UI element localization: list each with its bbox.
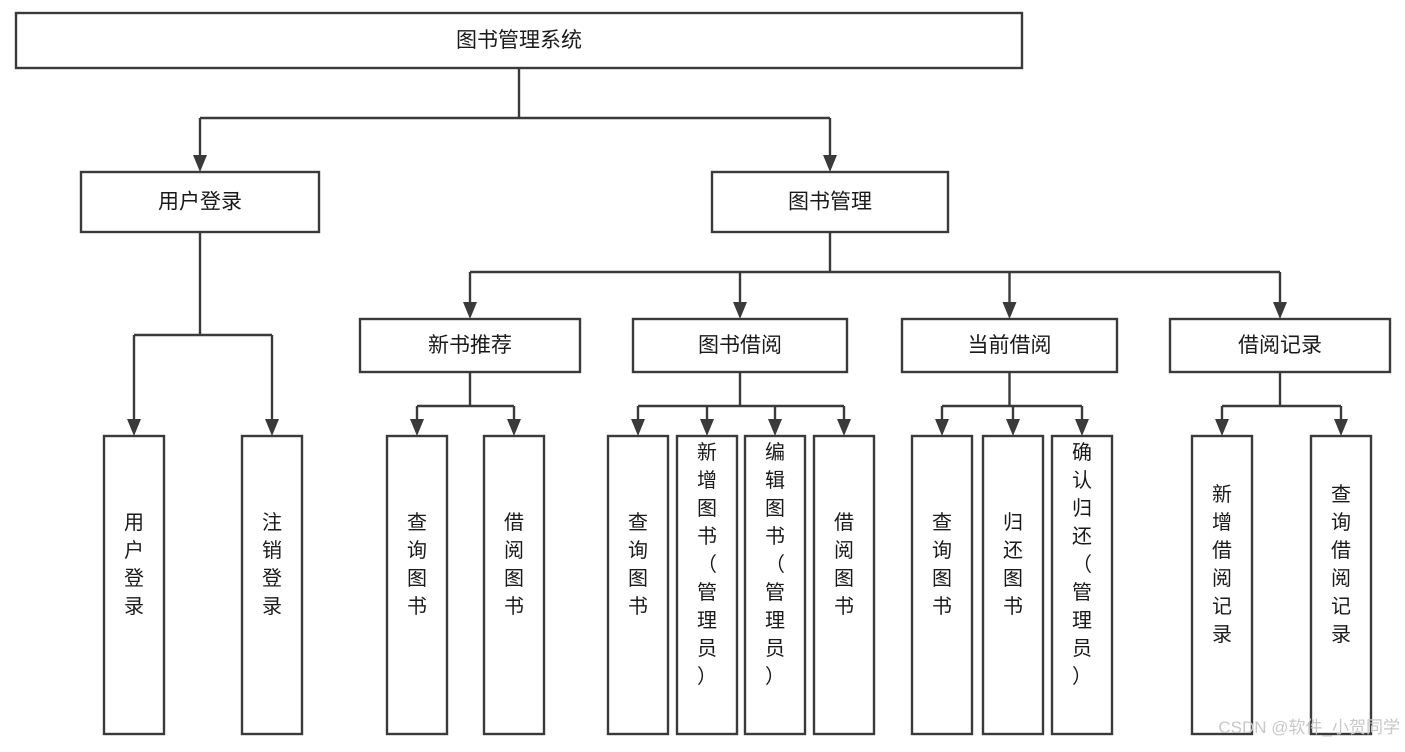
node-box-user-login[interactable] <box>79 170 321 234</box>
node-label-recommend-query-book: 查询图书 <box>407 511 427 618</box>
arrow-head <box>935 419 949 436</box>
node-box-borrow-record[interactable] <box>1168 317 1392 374</box>
node-label-borrow-edit-book: 编辑图书（管理员） <box>765 441 785 688</box>
arrow-head <box>631 419 645 436</box>
arrow-head <box>507 419 521 436</box>
arrow-head <box>823 155 837 172</box>
node-label-borrow-query-book: 查询图书 <box>628 511 648 618</box>
arrow-head <box>1215 419 1229 436</box>
node-box-borrow-query-book[interactable] <box>606 434 670 736</box>
node-recommend-query-book[interactable]: 查询图书 <box>385 434 449 736</box>
node-label-user-login-do: 用户登录 <box>124 512 144 618</box>
node-record-query[interactable]: 查询借阅记录 <box>1309 434 1373 736</box>
arrow-head <box>700 419 714 436</box>
node-label-record-add: 新增借阅记录 <box>1212 483 1232 646</box>
arrow-head <box>733 302 747 319</box>
arrow-head <box>127 419 141 436</box>
node-box-book-management[interactable] <box>710 170 950 234</box>
node-box-record-add[interactable] <box>1190 434 1254 736</box>
node-box-current-query-book[interactable] <box>910 434 974 736</box>
arrow-head <box>1273 302 1287 319</box>
node-label-borrow-record: 借阅记录 <box>1238 334 1322 357</box>
arrow-head <box>265 419 279 436</box>
node-label-user-login: 用户登录 <box>158 191 242 214</box>
node-user-logout[interactable]: 注销登录 <box>240 434 304 736</box>
node-label-book-borrow: 图书借阅 <box>698 334 782 357</box>
arrow-head <box>1334 419 1348 436</box>
arrow-head <box>410 419 424 436</box>
node-current-query-book[interactable]: 查询图书 <box>910 434 974 736</box>
arrow-head <box>837 419 851 436</box>
node-box-record-query[interactable] <box>1309 434 1373 736</box>
node-label-current-query-book: 查询图书 <box>932 511 952 618</box>
node-record-add[interactable]: 新增借阅记录 <box>1190 434 1254 736</box>
node-box-new-book-recommend[interactable] <box>358 317 582 374</box>
node-book-management[interactable]: 图书管理 <box>710 170 950 234</box>
node-label-borrow-borrow-book: 借阅图书 <box>834 511 854 618</box>
node-borrow-borrow-book[interactable]: 借阅图书 <box>812 434 876 736</box>
node-label-current-confirm-return: 确认归还（管理员） <box>1072 441 1092 688</box>
arrow-head <box>1006 419 1020 436</box>
node-label-record-query: 查询借阅记录 <box>1331 483 1351 646</box>
node-label-new-book-recommend: 新书推荐 <box>428 334 512 357</box>
arrow-head <box>463 302 477 319</box>
node-box-borrow-borrow-book[interactable] <box>812 434 876 736</box>
node-current-confirm-return[interactable]: 确认归还（管理员） <box>1050 434 1114 736</box>
node-label-recommend-borrow-book: 借阅图书 <box>504 511 524 618</box>
node-user-login[interactable]: 用户登录 <box>79 170 321 234</box>
node-new-book-recommend[interactable]: 新书推荐 <box>358 317 582 374</box>
arrow-head <box>1002 302 1017 319</box>
node-user-login-do[interactable]: 用户登录 <box>102 434 166 736</box>
node-box-user-logout[interactable] <box>240 434 304 736</box>
node-borrow-add-book[interactable]: 新增图书（管理员） <box>675 434 739 736</box>
node-label-current-borrow: 当前借阅 <box>968 334 1052 357</box>
arrow-head <box>768 419 782 436</box>
node-label-user-logout: 注销登录 <box>262 511 282 618</box>
node-recommend-borrow-book[interactable]: 借阅图书 <box>482 434 546 736</box>
node-current-borrow[interactable]: 当前借阅 <box>900 317 1119 374</box>
node-book-borrow[interactable]: 图书借阅 <box>631 317 849 374</box>
node-label-root: 图书管理系统 <box>456 29 582 52</box>
nodes-layer: 图书管理系统用户登录图书管理用户登录注销登录新书推荐查询图书借阅图书图书借阅查询… <box>14 11 1392 736</box>
node-box-recommend-borrow-book[interactable] <box>482 434 546 736</box>
node-box-borrow-add-book[interactable] <box>675 434 739 736</box>
node-box-current-confirm-return[interactable] <box>1050 434 1114 736</box>
node-box-recommend-query-book[interactable] <box>385 434 449 736</box>
node-box-book-borrow[interactable] <box>631 317 849 374</box>
node-borrow-query-book[interactable]: 查询图书 <box>606 434 670 736</box>
node-borrow-record[interactable]: 借阅记录 <box>1168 317 1392 374</box>
node-label-book-management: 图书管理 <box>788 191 872 214</box>
node-box-current-return-book[interactable] <box>981 434 1045 736</box>
arrow-head <box>193 155 207 172</box>
node-root[interactable]: 图书管理系统 <box>14 11 1024 70</box>
node-box-current-borrow[interactable] <box>900 317 1119 374</box>
node-box-user-login-do[interactable] <box>102 434 166 736</box>
csdn-watermark: CSDN @软件_小贺同学 <box>1218 718 1400 737</box>
connectors-layer <box>127 68 1348 436</box>
node-box-borrow-edit-book[interactable] <box>743 434 807 736</box>
node-label-borrow-add-book: 新增图书（管理员） <box>697 441 717 688</box>
node-current-return-book[interactable]: 归还图书 <box>981 434 1045 736</box>
node-box-root[interactable] <box>14 11 1024 70</box>
arrow-head <box>1075 419 1089 436</box>
node-label-current-return-book: 归还图书 <box>1003 511 1023 618</box>
node-borrow-edit-book[interactable]: 编辑图书（管理员） <box>743 434 807 736</box>
